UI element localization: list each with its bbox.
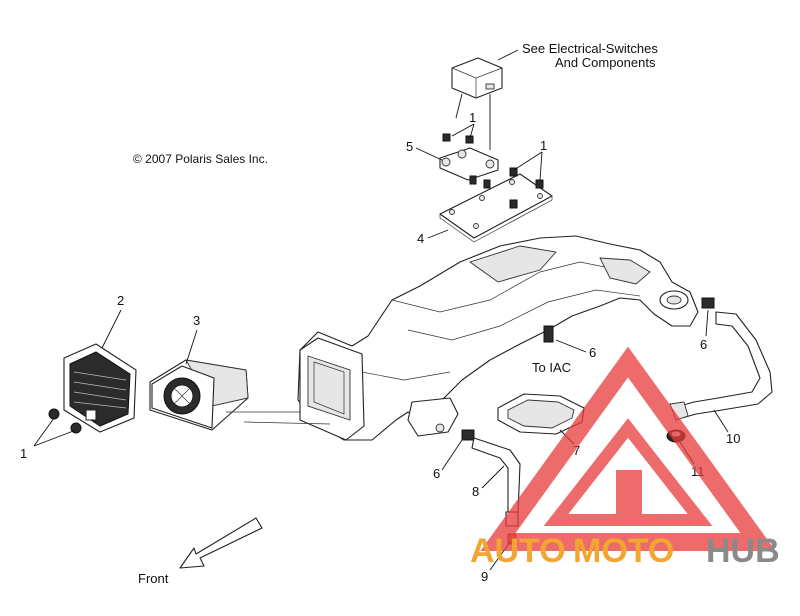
electrical-note-line2: And Components: [555, 55, 656, 70]
callout-6-iac: 6: [589, 345, 596, 360]
watermark-text-moto: MOTO: [573, 532, 674, 570]
filter-alignment-line-b: [243, 421, 331, 425]
intake-manifold: [297, 235, 699, 441]
callout-6-lower-leader: [441, 439, 463, 471]
callout-7: 7: [573, 443, 580, 458]
callout-1-right-leader-b: [539, 151, 543, 181]
iac-fitting: [543, 325, 554, 343]
callout-1-right: 1: [540, 138, 547, 153]
callout-6-iac-leader: [555, 339, 587, 353]
callout-10-leader: [713, 409, 729, 433]
watermark-triangle-outer: [480, 346, 776, 551]
callout-6-lower: 6: [433, 466, 440, 481]
seal-part-7: [497, 393, 585, 435]
callout-3: 3: [193, 313, 200, 328]
electrical-note-leader: [497, 49, 519, 61]
callout-6-right: 6: [700, 337, 707, 352]
callout-2-leader: [101, 309, 122, 349]
bracket-part-5: [439, 147, 499, 181]
callout-8-leader: [481, 465, 505, 489]
callout-4-leader: [427, 229, 449, 239]
copyright-text: © 2007 Polaris Sales Inc.: [133, 152, 268, 166]
air-filter-part-3: [149, 359, 249, 431]
watermark-text-auto: AUTO: [470, 532, 566, 570]
front-label: Front: [138, 571, 169, 586]
callout-2: 2: [117, 293, 124, 308]
screw-group-left: [48, 408, 82, 434]
watermark-text-hub: HUB: [706, 532, 780, 570]
callout-1-left-leader-a: [33, 417, 55, 447]
front-arrow: [179, 517, 263, 569]
callout-1-left: 1: [20, 446, 27, 461]
callout-1-left-leader-b: [33, 429, 77, 447]
callout-6-right-leader: [705, 309, 709, 337]
callout-10: 10: [726, 431, 740, 446]
module-leader-left: [455, 93, 463, 119]
iac-note: To IAC: [532, 360, 571, 375]
callout-1-right-leader-a: [513, 151, 543, 171]
electrical-module: [451, 57, 503, 99]
callout-5-leader: [415, 147, 443, 161]
callout-3-leader: [185, 329, 198, 365]
callout-1-top-leader-a: [451, 123, 475, 137]
callout-9: 9: [481, 569, 488, 584]
electrical-note-line1: See Electrical-Switches: [522, 41, 658, 56]
callout-5: 5: [406, 139, 413, 154]
screw-group-top: [442, 133, 491, 189]
watermark-logo: [480, 346, 776, 551]
mount-plate-part-4: [439, 173, 553, 243]
callout-1-top-leader-b: [469, 123, 475, 139]
callout-4: 4: [417, 231, 424, 246]
airbox-cover-part-2: [63, 343, 137, 433]
callout-8: 8: [472, 484, 479, 499]
screw-group-plate: [509, 167, 544, 209]
callout-1-top: 1: [469, 110, 476, 125]
